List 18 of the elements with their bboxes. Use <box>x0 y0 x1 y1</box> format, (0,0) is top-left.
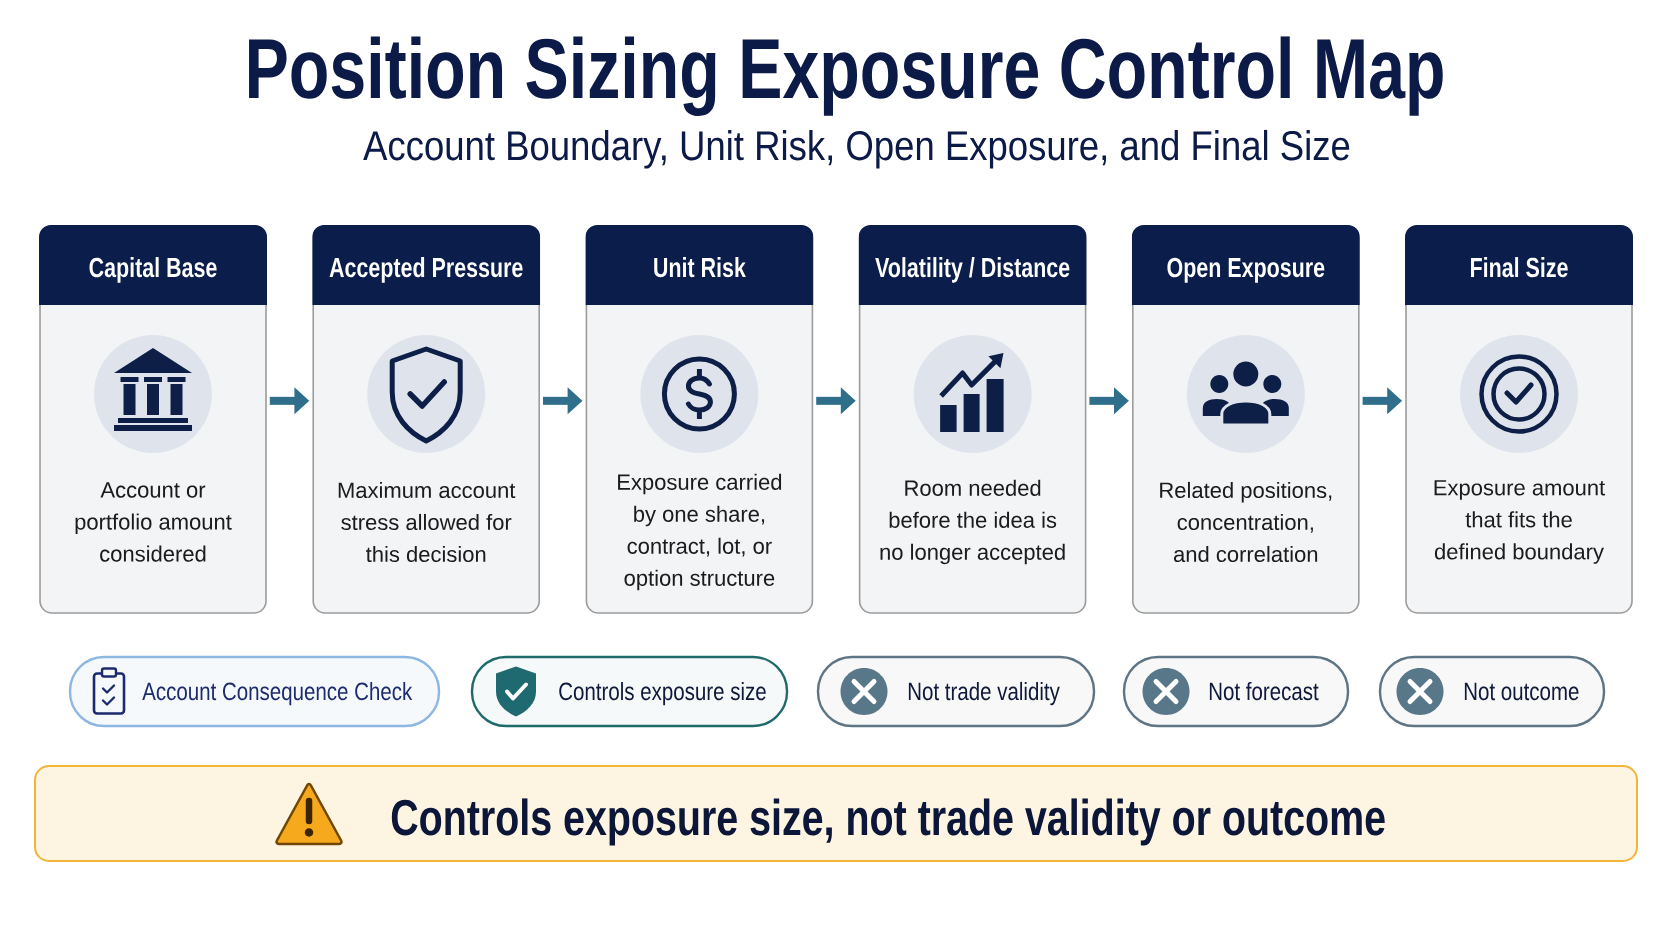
card-description: Account or portfolio amount considered <box>75 482 232 562</box>
card-header: Capital Base <box>39 225 267 305</box>
card-header: Accepted Pressure <box>312 225 541 305</box>
card-description: Exposure amount that fits the defined boundary <box>1434 480 1606 564</box>
title: Position Sizing Exposure Control Map <box>249 36 1443 116</box>
card-description: Related positions, concentration, and correlation <box>1160 481 1332 563</box>
card-header: Unit Risk <box>585 225 814 305</box>
card-description: Room needed before the idea is no longer accepted <box>880 479 1065 565</box>
tag-pill: Controls exposure size <box>470 655 789 728</box>
card-description: Maximum account stress allowed for this decision <box>338 481 516 563</box>
card-header: Final Size <box>1405 225 1633 305</box>
tag-pill: Account Consequence Check <box>68 655 441 728</box>
card-header: Volatility / Distance <box>858 225 1087 305</box>
warning-banner: Controls exposure size, not trade validity or outcome <box>34 765 1638 862</box>
tag-pill: Not trade validity <box>816 655 1096 728</box>
card-description: Exposure carried by one share, contract, lot, or option structure <box>618 473 782 591</box>
card-header: Open Exposure <box>1131 225 1360 305</box>
subtitle: Account Boundary, Unit Risk, Open Exposure, and Final Size <box>363 129 1350 169</box>
